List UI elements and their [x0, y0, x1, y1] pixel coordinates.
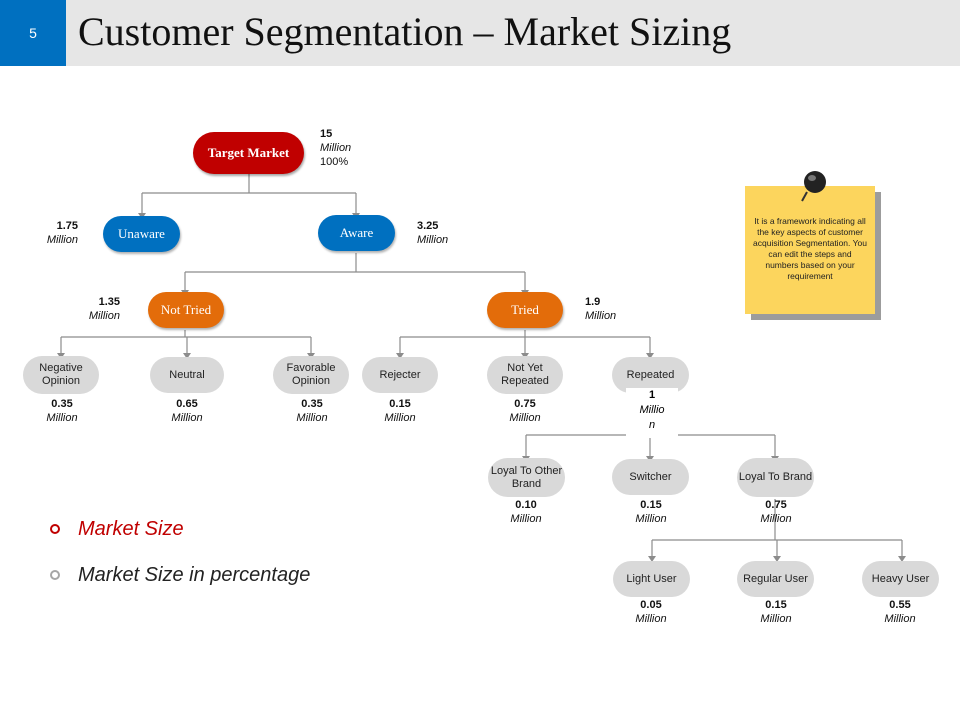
value-target-market: 15 Million 100%	[320, 128, 352, 168]
value-tried: 1.9 Million	[585, 296, 617, 322]
node-not-yet-repeated: Not Yet Repeated	[487, 356, 563, 394]
value-unaware: 1.75 Million	[46, 220, 78, 246]
node-repeated: Repeated	[612, 357, 689, 393]
sticky-note: It is a framework indicating all the key…	[745, 186, 875, 314]
node-heavy-user: Heavy User	[862, 561, 939, 597]
node-neutral: Neutral	[150, 357, 224, 393]
node-unaware: Unaware	[103, 216, 180, 252]
slide-title: Customer Segmentation – Market Sizing	[78, 9, 732, 54]
node-light-user: Light User	[613, 561, 690, 597]
value-not-tried: 1.35 Million	[88, 296, 120, 322]
value-regular-user: 0.15 Million	[760, 599, 792, 625]
node-rejecter: Rejecter	[362, 357, 438, 393]
legend-marker-gray	[50, 570, 60, 580]
value-loyal-to-other-brand: 0.10 Million	[510, 499, 542, 525]
value-aware: 3.25 Million	[417, 220, 449, 246]
node-regular-user: Regular User	[737, 561, 814, 597]
legend-label-market-size: Market Size	[78, 518, 184, 540]
slide-number: 5	[0, 0, 66, 66]
node-loyal-to-brand: Loyal To Brand	[737, 458, 814, 497]
sticky-note-text: It is a framework indicating all the key…	[753, 216, 867, 281]
header-bar	[0, 0, 960, 66]
pushpin-icon	[801, 171, 826, 202]
value-switcher: 0.15 Million	[635, 499, 667, 525]
value-negative-opinion: 0.35 Million	[46, 398, 78, 424]
legend-label-market-size-percentage: Market Size in percentage	[78, 564, 311, 586]
value-loyal-to-brand: 0.75 Million	[760, 499, 792, 525]
value-repeated: 1 Millio n	[626, 388, 678, 438]
node-switcher: Switcher	[612, 459, 689, 495]
node-tried: Tried	[487, 292, 563, 328]
value-favorable-opinion: 0.35 Million	[296, 398, 328, 424]
legend-marker-red	[50, 524, 60, 534]
node-not-tried: Not Tried	[148, 292, 224, 328]
node-loyal-to-other-brand: Loyal To Other Brand	[488, 458, 565, 497]
value-heavy-user: 0.55 Million	[884, 599, 916, 625]
value-neutral: 0.65 Million	[171, 398, 203, 424]
node-target-market: Target Market	[193, 132, 304, 174]
value-not-yet-repeated: 0.75 Million	[509, 398, 541, 424]
node-negative-opinion: Negative Opinion	[23, 356, 99, 394]
value-light-user: 0.05 Million	[635, 599, 667, 625]
node-aware: Aware	[318, 215, 395, 251]
value-rejecter: 0.15 Million	[384, 398, 416, 424]
node-favorable-opinion: Favorable Opinion	[273, 356, 349, 394]
